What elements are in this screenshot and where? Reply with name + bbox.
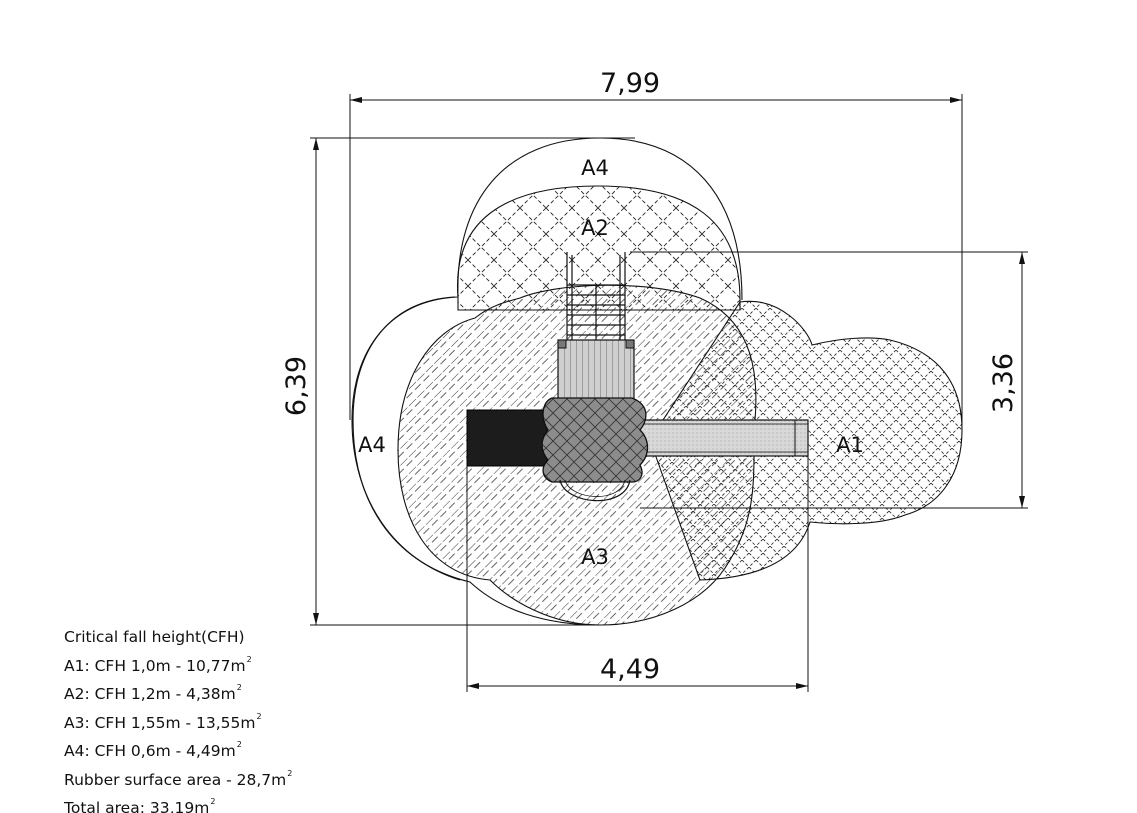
legend-title: Critical fall height(CFH) — [64, 628, 245, 646]
dimension-lines — [310, 94, 1028, 692]
zone-label-a3: A3 — [581, 545, 609, 569]
step-arc — [564, 479, 626, 497]
zone-label-a4-left: A4 — [358, 433, 386, 457]
dimension-lower-width: 4,49 — [600, 654, 660, 685]
zone-a4-left-outline — [352, 296, 601, 626]
platform — [541, 397, 649, 483]
legend-item: A4: CFH 0,6m - 4,49m2 — [64, 740, 242, 760]
slide — [637, 419, 809, 457]
legend: Critical fall height(CFH) A1: CFH 1,0m -… — [64, 627, 292, 813]
dimension-total-width: 7,99 — [600, 68, 660, 99]
deck-panel — [466, 409, 548, 467]
dimension-right-depth: 3,36 — [988, 353, 1019, 413]
legend-item: A1: CFH 1,0m - 10,77m2 — [64, 654, 252, 675]
step-arc — [559, 479, 631, 502]
zone-label-a1: A1 — [836, 433, 864, 457]
zone-a2 — [457, 185, 741, 311]
dimension-arrows — [313, 97, 1025, 689]
tower-post — [557, 339, 567, 349]
ladder — [566, 252, 626, 340]
legend-item: A3: CFH 1,55m - 13,55m2 — [64, 711, 262, 732]
dimension-total-depth: 6,39 — [281, 356, 312, 416]
legend-item: Rubber surface area - 28,7m2 — [64, 768, 293, 789]
zone-label-a4-top: A4 — [581, 156, 609, 180]
zone-label-a2: A2 — [581, 216, 609, 240]
legend-item: A2: CFH 1,2m - 4,38m2 — [64, 683, 242, 703]
tower — [557, 339, 635, 401]
legend-item: Total area: 33,19m2 — [64, 797, 216, 813]
tower-post — [625, 339, 635, 349]
